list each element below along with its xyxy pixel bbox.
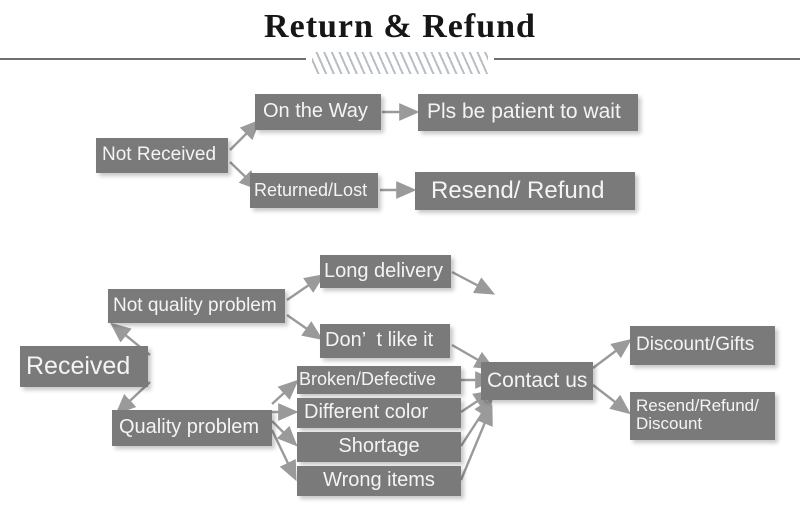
node-contact-us[interactable]: Contact us (481, 362, 593, 400)
node-resend-refund[interactable]: Resend/ Refund (415, 172, 635, 210)
page-title: Return & Refund (264, 8, 536, 45)
node-resend-refund-discount[interactable]: Resend/Refund/ Discount (630, 392, 775, 440)
node-on-the-way[interactable]: On the Way (255, 94, 381, 130)
node-wrong-items[interactable]: Wrong items (297, 466, 461, 496)
divider-rule-left (0, 58, 306, 60)
node-long-delivery[interactable]: Long delivery (320, 255, 451, 288)
diagonal-hatch-divider-icon (312, 52, 488, 74)
node-dont-like-it[interactable]: Don’ t like it (320, 324, 450, 358)
node-discount-gifts[interactable]: Discount/Gifts (630, 326, 775, 365)
node-received[interactable]: Received (20, 346, 148, 387)
node-returned-lost[interactable]: Returned/Lost (250, 173, 378, 208)
node-different-color[interactable]: Different color (297, 398, 461, 428)
node-pls-be-patient-to-wait[interactable]: Pls be patient to wait (418, 94, 638, 131)
node-not-received[interactable]: Not Received (96, 138, 228, 173)
node-shortage[interactable]: Shortage (297, 432, 461, 462)
node-quality-problem[interactable]: Quality problem (112, 410, 272, 446)
node-broken-defective[interactable]: Broken/Defective (297, 366, 461, 394)
divider-rule-right (494, 58, 800, 60)
node-not-quality-problem[interactable]: Not quality problem (108, 289, 285, 323)
